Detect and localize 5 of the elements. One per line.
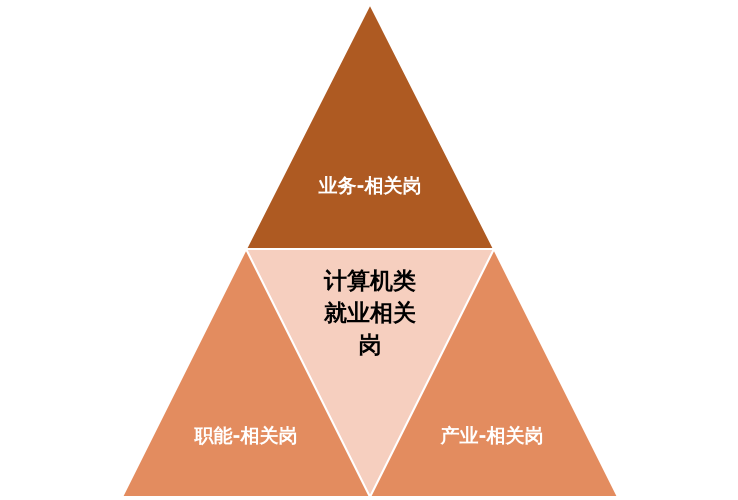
segment-label: 业务-相关岗: [318, 175, 422, 199]
segment-label: 职能-相关岗: [194, 425, 298, 449]
segment-label: 产业-相关岗: [440, 425, 544, 449]
triangle-segment: [246, 4, 494, 249]
segment-label: 计算机类就业相关岗: [322, 268, 417, 362]
